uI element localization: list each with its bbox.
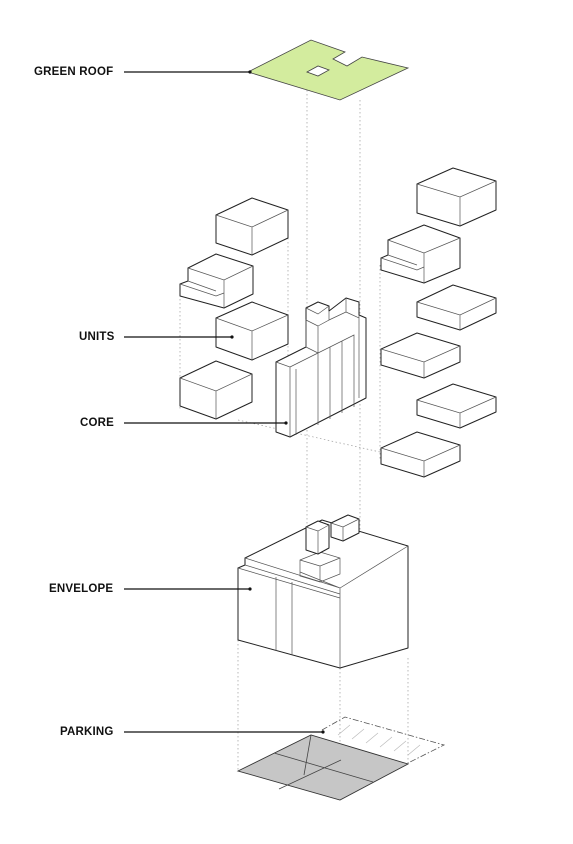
leader-lines: [124, 70, 325, 734]
units-right-column: [380, 167, 497, 478]
unit-block: [380, 431, 461, 478]
unit-block: [179, 253, 254, 309]
label-envelope: ENVELOPE: [49, 583, 114, 595]
label-parking: PARKING: [60, 726, 114, 738]
unit-block: [215, 301, 289, 361]
unit-block: [416, 284, 497, 331]
green-roof-slab: [246, 39, 410, 101]
unit-block: [380, 332, 461, 379]
label-green-roof: GREEN ROOF: [34, 66, 114, 78]
parking-level: [236, 716, 446, 801]
unit-block: [416, 167, 497, 227]
unit-block: [215, 197, 289, 256]
label-core: CORE: [80, 417, 115, 429]
building-envelope: [237, 514, 409, 669]
label-units: UNITS: [79, 331, 115, 343]
unit-block: [416, 383, 497, 429]
projection-lines: [179, 86, 409, 795]
units-left-column: [179, 197, 289, 420]
core-structure: [275, 297, 367, 438]
unit-block: [179, 360, 253, 420]
unit-block: [380, 224, 461, 284]
